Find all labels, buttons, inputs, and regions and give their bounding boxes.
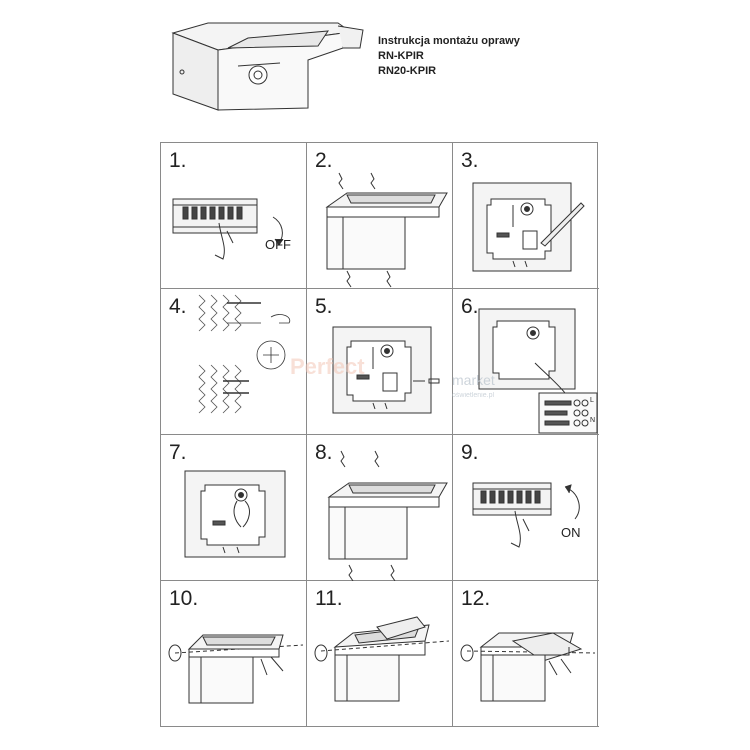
on-label: ON <box>561 525 581 540</box>
step-9-panel: 9. ON <box>453 435 599 581</box>
drill-and-dowel-illustration <box>198 294 291 414</box>
step-3-panel: 3. <box>453 143 599 289</box>
rotate-head-up-illustration <box>314 616 450 702</box>
step-number: 11. <box>315 587 343 610</box>
mark-drill-holes-illustration <box>472 182 585 272</box>
reattach-cover-illustration <box>327 450 448 581</box>
step-1-panel: 1. OFF <box>161 143 307 289</box>
step-5-panel: 5. <box>307 289 453 435</box>
step-10-panel: 10. <box>161 581 307 727</box>
step-number: 7. <box>169 441 187 464</box>
step-7-panel: 7. <box>161 435 307 581</box>
step-number: 6. <box>461 295 479 318</box>
step-number: 10. <box>169 587 199 610</box>
step-11-panel: 11. <box>307 581 453 727</box>
model-code: RN-KPIR <box>378 50 424 62</box>
step-number: 3. <box>461 149 479 172</box>
step-number: 5. <box>315 295 333 318</box>
circuit-breaker-on-illustration <box>472 482 580 548</box>
step-number: 2. <box>315 149 333 172</box>
watermark-tagline: oświetlenie.pl <box>452 392 495 399</box>
rotate-head-down-illustration <box>460 632 596 702</box>
watermark-brand: Perfect <box>290 354 365 379</box>
remove-screws-illustration <box>325 172 448 288</box>
step-number: 1. <box>169 149 187 172</box>
step-2-panel: 2. <box>307 143 453 289</box>
manual-title: Instrukcja montażu oprawy <box>378 35 520 47</box>
step-number: 4. <box>169 295 187 318</box>
terminal-label-n: N <box>590 417 596 424</box>
step-number: 8. <box>315 441 333 464</box>
manual-title-block: Instrukcja montażu oprawy RN-KPIR RN20-K… <box>378 34 520 79</box>
circuit-breaker-off-illustration <box>172 198 284 260</box>
adjust-angle-illustration <box>168 634 304 704</box>
instruction-steps-grid: 1. OFF 2. <box>160 142 599 727</box>
off-label: OFF <box>265 237 291 252</box>
step-number: 9. <box>461 441 479 464</box>
step-4-panel: 4. <box>161 289 307 435</box>
terminal-label-l: L <box>590 397 594 404</box>
step-12-panel: 12. <box>453 581 599 727</box>
secure-connection-illustration <box>184 470 286 558</box>
mount-bracket-illustration <box>332 326 440 414</box>
model-code: RN20-KPIR <box>378 65 437 77</box>
watermark-sub: market <box>452 372 495 388</box>
step-8-panel: 8. <box>307 435 453 581</box>
fixture-hero-illustration <box>171 22 364 111</box>
step-6-panel: 6. L N <box>453 289 599 435</box>
wiring-connection-illustration <box>478 308 598 434</box>
step-number: 12. <box>461 587 491 610</box>
